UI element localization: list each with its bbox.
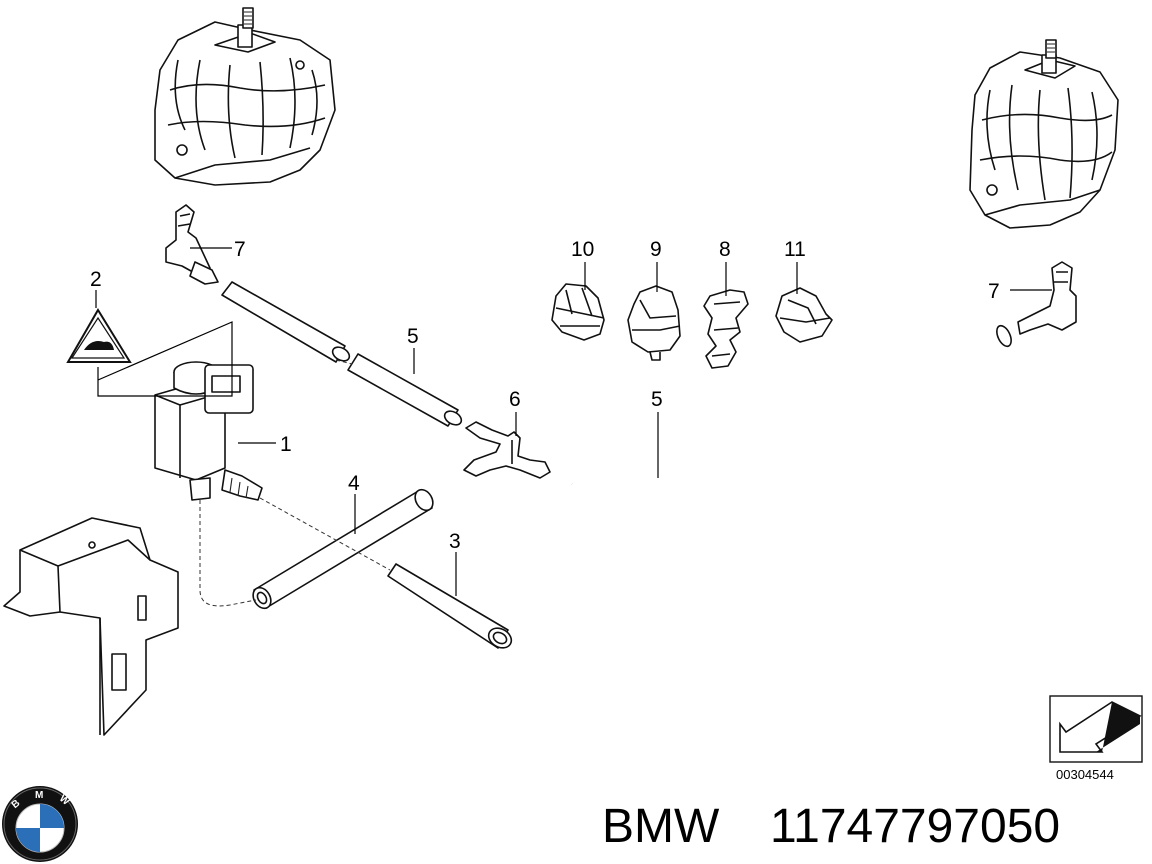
callout-4: 4	[348, 472, 360, 495]
hose-3	[387, 563, 513, 649]
callout-6: 6	[509, 388, 521, 411]
direction-arrow-icon	[1049, 695, 1143, 763]
callout-10: 10	[571, 238, 594, 261]
bracket-icon	[3, 517, 179, 736]
footer-brand: BMW	[602, 800, 720, 853]
solenoid-valve-icon	[154, 361, 391, 607]
callout-3: 3	[449, 530, 461, 553]
engine-mount-right-icon	[969, 39, 1119, 229]
callout-5-upper: 5	[407, 325, 419, 348]
logo-letter-m: M	[35, 790, 43, 801]
callout-11: 11	[784, 238, 806, 261]
diagram-code: 00304544	[1056, 767, 1114, 782]
callout-2: 2	[90, 268, 102, 291]
elbow-connector-right	[1017, 261, 1077, 335]
callout-9: 9	[650, 238, 662, 261]
footer-part-number: 11747797050	[770, 800, 1060, 853]
hose-long-curved	[567, 324, 1012, 511]
callout-7-left: 7	[234, 238, 246, 261]
clip-8	[703, 289, 749, 369]
leader-lines	[95, 247, 1052, 596]
engine-mount-left-icon	[154, 7, 336, 186]
elbow-connector-left	[165, 204, 219, 285]
clip-11	[775, 287, 833, 343]
warning-triangle-icon	[66, 308, 233, 397]
callout-8: 8	[719, 238, 731, 261]
callout-5-curved: 5	[651, 388, 663, 411]
bmw-logo-icon: B M W	[2, 786, 78, 862]
hose-upper	[221, 281, 463, 427]
callout-7-right: 7	[988, 280, 1000, 303]
clip-10	[551, 283, 605, 341]
hose-4	[252, 488, 434, 610]
callout-1: 1	[280, 433, 292, 456]
clip-9	[627, 285, 681, 361]
t-piece-connector	[463, 421, 551, 479]
